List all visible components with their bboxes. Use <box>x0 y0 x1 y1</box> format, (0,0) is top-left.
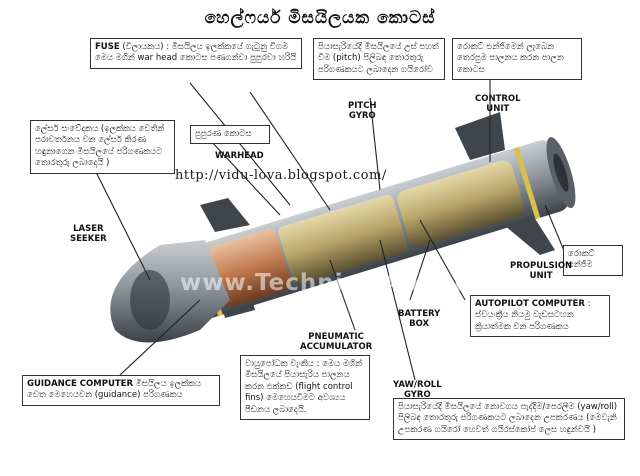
brand-watermark: www.TechnicalAnimation.com <box>180 270 592 296</box>
explosive-text: පුපුරණ කොටස <box>195 129 252 139</box>
pitch-gyro-label: PITCH GYRO <box>348 101 377 121</box>
yaw-roll-callout: පියාසැරියේදී මිසයිලයේ නොවගය පැද්දීම/පෙරල… <box>393 398 625 441</box>
explosive-callout: පුපුරණ කොටස <box>190 125 270 145</box>
warhead-label: WARHEAD <box>215 151 264 161</box>
pitch-callout: පියාසැරියේදී මිසයිලයේ උස් පහත් වීම (pitc… <box>313 38 445 81</box>
propulsion-section <box>397 160 524 247</box>
autopilot-text: : ස්වයංක්‍රීය නියමු වැඩසටහන ක්‍රියාත්මක … <box>475 299 591 332</box>
pitch-text: පියාසැරියේදී මිසයිලයේ උස් පහත් වීම (pitc… <box>318 42 439 75</box>
battery-box-label: BATTERY BOX <box>398 309 441 329</box>
pneumatic-text: වායුපෝධක වැංකිය : මෙය මගින් මිසයිලයේ පිය… <box>245 359 362 415</box>
yaw-roll-text: පියාසැරියේදී මිසයිලයේ නොවගය පැද්දීම/පෙරල… <box>398 402 618 435</box>
laser-seeker-callout: ලේසර් සංවේදකය (ඉලක්කය වෙතින් පරාවර්තනය ව… <box>30 120 175 174</box>
guidance-text: මිසයිලය ඉලක්කය වෙත මෙහෙයවන (guidance) පර… <box>27 379 202 401</box>
rocket-engine-text: රොකට් එන්ජිම <box>568 249 595 271</box>
laser-seeker-text: ලේසර් සංවේදකය (ඉලක්කය වෙතින් පරාවර්තනය ව… <box>35 124 165 169</box>
yaw-roll-gyro-label: YAW/ROLL GYRO <box>393 380 442 400</box>
fuse-text: (විලායකය) : මිසයිලය ඉලක්කයේ ගැටුනු විගම … <box>95 42 297 64</box>
guidance-heading: GUIDANCE COMPUTER <box>27 379 133 389</box>
propulsion-unit-label: PROPULSION UNIT <box>510 261 573 281</box>
autopilot-heading: AUTOPILOT COMPUTER <box>475 299 585 309</box>
rocket-engine-callout: රොකට් එන්ජිම <box>563 245 623 276</box>
pneumatic-accumulator-label: PNEUMATIC ACCUMULATOR <box>300 332 373 352</box>
page-title: හෙල්ෆයර් මිසයිලයක කොටස් <box>204 8 436 28</box>
electronics-section <box>278 194 408 284</box>
fuse-callout: FUSE (විලායකය) : මිසයිලය ඉලක්කයේ ගැටුනු … <box>90 38 302 69</box>
autopilot-callout: AUTOPILOT COMPUTER : ස්වයංක්‍රීය නියමු ව… <box>470 295 610 338</box>
guidance-callout: GUIDANCE COMPUTER මිසයිලය ඉලක්කය වෙත මෙහ… <box>22 375 220 406</box>
laser-seeker-label: LASER SEEKER <box>70 224 107 244</box>
yellow-stripe-3 <box>513 146 541 220</box>
blog-url-watermark: http://vidu-lova.blogspot.com/ <box>175 168 387 183</box>
rear-fin-top <box>455 112 505 160</box>
fuse-heading: FUSE <box>95 42 120 52</box>
rocket-engine-control-callout: රොකට් එන්ජිමෙන් ලැබෙන තෙරපුම පාලනය කරන ප… <box>452 38 582 81</box>
front-fin-top <box>200 198 250 232</box>
warhead-section <box>209 228 292 307</box>
control-unit-label: CONTROL UNIT <box>475 94 521 114</box>
rocket-engine-control-text: රොකට් එන්ජිමෙන් ලැබෙන තෙරපුම පාලනය කරන ප… <box>457 42 564 75</box>
pneumatic-callout: වායුපෝධක වැංකිය : මෙය මගින් මිසයිලයේ පිය… <box>240 355 370 421</box>
